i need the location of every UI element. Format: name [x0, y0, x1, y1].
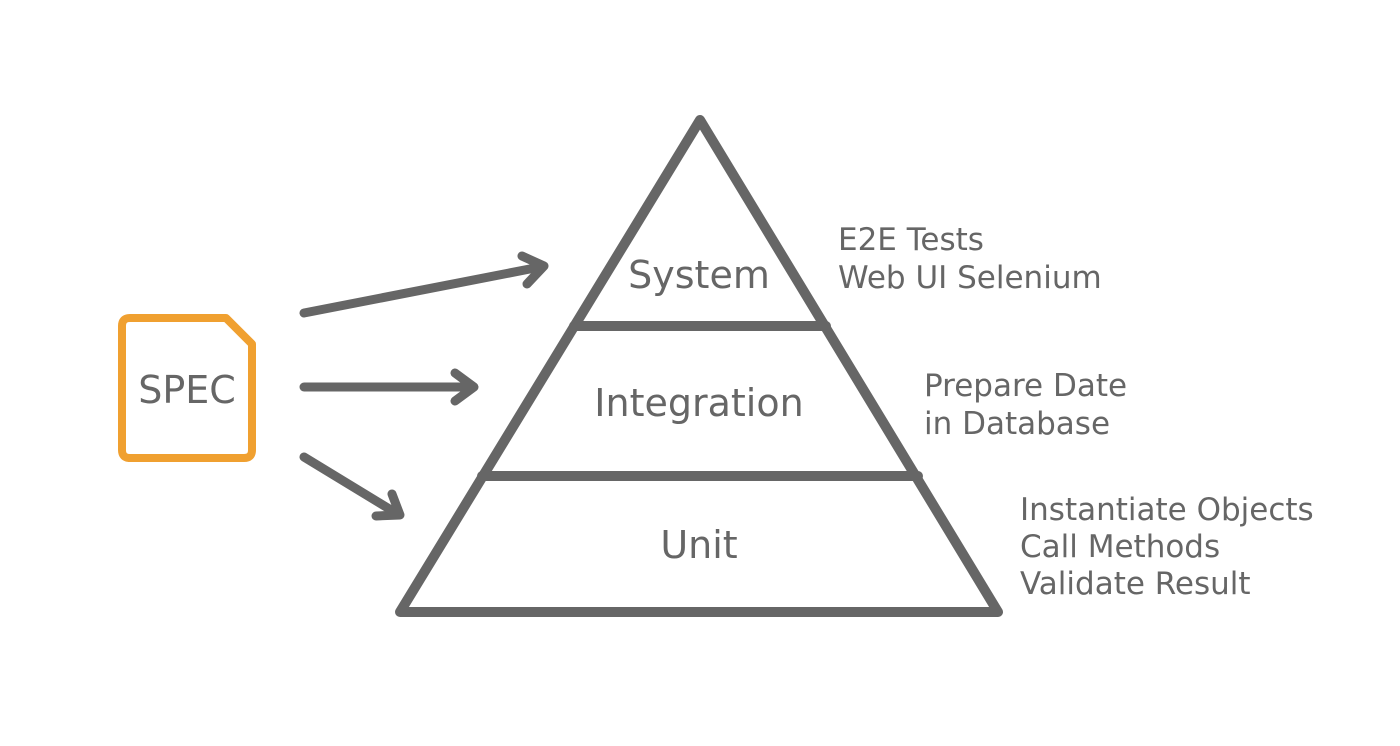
note-line: Validate Result	[1020, 566, 1251, 602]
spec-document-border	[118, 314, 256, 462]
layer-label-integration: Integration	[594, 381, 803, 425]
arrow-to-unit	[299, 452, 405, 521]
note-line: E2E Tests	[838, 222, 984, 258]
pyramid	[395, 115, 1003, 617]
note-line: Web UI Selenium	[838, 260, 1102, 296]
note-line: in Database	[924, 406, 1110, 442]
arrow-to-integration	[299, 368, 479, 406]
layer-label-unit: Unit	[660, 523, 737, 567]
note-line: Instantiate Objects	[1020, 492, 1314, 528]
note-line: Prepare Date	[924, 368, 1127, 404]
spec-label: SPEC	[138, 368, 236, 412]
pyramid-outline	[395, 115, 1003, 617]
arrow-to-system	[299, 251, 549, 318]
spec-document: SPEC	[118, 314, 256, 462]
notes-integration: Prepare Date in Database	[924, 368, 1127, 442]
notes-system: E2E Tests Web UI Selenium	[838, 222, 1102, 296]
arrows	[299, 251, 549, 521]
notes-unit: Instantiate Objects Call Methods Validat…	[1020, 492, 1314, 602]
layer-label-system: System	[628, 253, 770, 297]
note-line: Call Methods	[1020, 529, 1220, 565]
